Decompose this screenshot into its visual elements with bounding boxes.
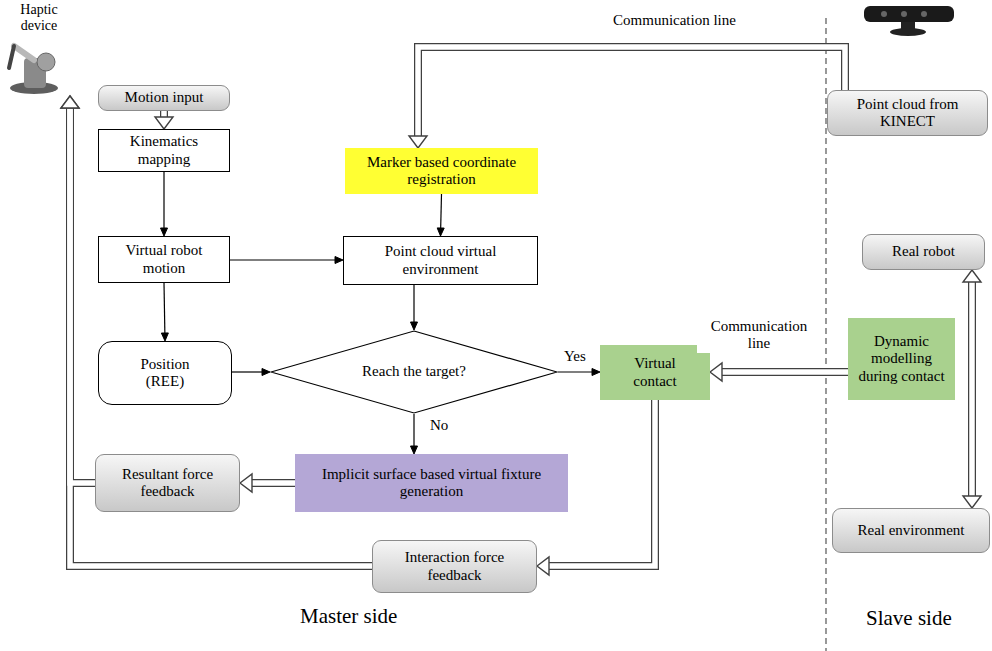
feedback-box: Interaction force feedback bbox=[372, 540, 537, 593]
connector-outline bbox=[251, 479, 295, 487]
diamond-shape bbox=[271, 331, 557, 413]
arrow-head bbox=[61, 96, 79, 108]
box-text: Dynamic modelling during contact bbox=[854, 333, 949, 385]
arrow-head bbox=[262, 369, 270, 376]
connector bbox=[230, 259, 336, 260]
box-text: Position (REE) bbox=[125, 356, 205, 391]
box-text: Resultant force feedback bbox=[110, 466, 225, 501]
connector bbox=[70, 107, 95, 483]
box-text: Reach the target? bbox=[362, 363, 466, 380]
side-label: Master side bbox=[300, 604, 397, 628]
process-box: Dynamic modelling during contact bbox=[848, 318, 955, 400]
connector bbox=[232, 371, 263, 372]
arrow-head bbox=[155, 117, 173, 129]
connector bbox=[969, 281, 975, 497]
connector bbox=[413, 414, 414, 447]
process-box: Virtual contact bbox=[600, 345, 710, 400]
haptic-device-picture bbox=[9, 46, 58, 94]
input-box: Motion input bbox=[98, 85, 230, 111]
arrow-head bbox=[537, 557, 549, 575]
arrow-head bbox=[161, 333, 168, 341]
sensor-box: Point cloud from KINECT bbox=[827, 90, 988, 136]
connector-outline bbox=[418, 47, 845, 137]
arrow-head bbox=[161, 228, 168, 236]
connector-outline bbox=[721, 368, 848, 376]
robot-box: Real robot bbox=[862, 234, 985, 270]
process-box: Kinematics mapping bbox=[98, 129, 230, 172]
box-text: Motion input bbox=[125, 89, 204, 106]
connector bbox=[163, 283, 165, 334]
arrow-head bbox=[592, 369, 600, 376]
process-box: Marker based coordinate registration bbox=[345, 148, 538, 194]
arrow-head bbox=[240, 474, 252, 492]
environment-box: Real environment bbox=[832, 508, 990, 553]
process-box: Point cloud virtual environment bbox=[343, 236, 538, 285]
box-text: Virtual robot motion bbox=[114, 242, 214, 277]
arrow-head bbox=[963, 496, 981, 508]
edge-label: Yes bbox=[562, 348, 588, 365]
connector bbox=[413, 285, 414, 323]
connector bbox=[558, 371, 593, 372]
box-text: Point cloud from KINECT bbox=[853, 96, 963, 131]
box-text: Interaction force feedback bbox=[390, 549, 520, 584]
connector bbox=[251, 480, 295, 486]
connector bbox=[163, 172, 164, 229]
box-text: Real robot bbox=[892, 243, 955, 260]
connector bbox=[440, 194, 442, 229]
box-text: Real environment bbox=[857, 522, 964, 539]
arrow-head bbox=[411, 322, 418, 330]
arrow-head bbox=[710, 363, 722, 381]
arrow-head bbox=[61, 96, 79, 108]
connector-outline bbox=[968, 281, 976, 497]
arrow-head bbox=[963, 270, 981, 282]
arrow-head bbox=[437, 228, 444, 236]
device-node: Haptic device bbox=[2, 2, 76, 96]
kinect-picture bbox=[864, 6, 954, 36]
process-box: Virtual robot motion bbox=[98, 236, 230, 283]
arrow-head bbox=[335, 257, 343, 264]
box-text: Kinematics mapping bbox=[114, 133, 214, 168]
box-text: Marker based coordinate registration bbox=[357, 154, 527, 189]
edge-label: No bbox=[428, 417, 450, 434]
side-label: Slave side bbox=[866, 606, 952, 630]
arrow-head bbox=[409, 136, 427, 148]
box-text: Implicit surface based virtual fixture g… bbox=[312, 466, 552, 501]
position-box: Position (REE) bbox=[98, 341, 232, 405]
box-text: Haptic device bbox=[9, 2, 69, 34]
arrow-head bbox=[411, 446, 418, 454]
connector bbox=[418, 47, 845, 137]
box-text: Point cloud virtual environment bbox=[366, 243, 516, 278]
box-text: Virtual contact bbox=[615, 355, 695, 390]
connector bbox=[721, 369, 848, 375]
decision-diamond: Reach the target? bbox=[270, 330, 558, 414]
edge-label: Communication line bbox=[585, 12, 764, 29]
edge-label: Communication line bbox=[697, 318, 821, 353]
process-box: Implicit surface based virtual fixture g… bbox=[295, 454, 568, 512]
feedback-box: Resultant force feedback bbox=[95, 454, 240, 512]
